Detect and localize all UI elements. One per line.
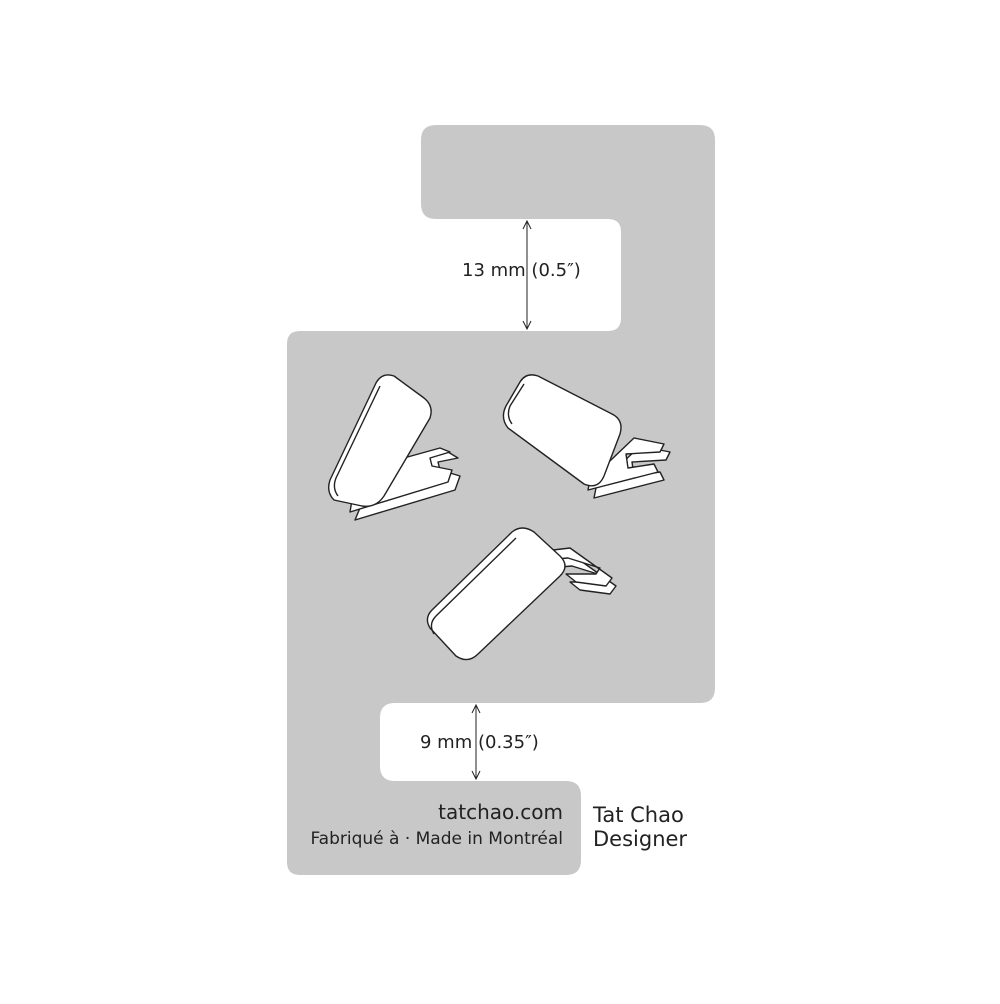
bottom-dimension-arrow	[471, 703, 481, 781]
stand-illustration-3	[426, 527, 617, 661]
bottom-gap-label: 9 mm (0.35″)	[420, 732, 539, 753]
top-gap-label: 13 mm (0.5″)	[462, 260, 581, 281]
designer-name: Tat Chao	[593, 803, 684, 827]
stand-illustration-2	[502, 374, 671, 499]
stand-illustration-1	[327, 374, 461, 521]
top-dimension-arrow	[522, 219, 532, 331]
made-in-label: Fabriqué à · Made in Montréal	[310, 829, 563, 849]
website-label: tatchao.com	[438, 800, 563, 824]
designer-title: Designer	[593, 827, 688, 851]
card-shape	[287, 125, 715, 875]
